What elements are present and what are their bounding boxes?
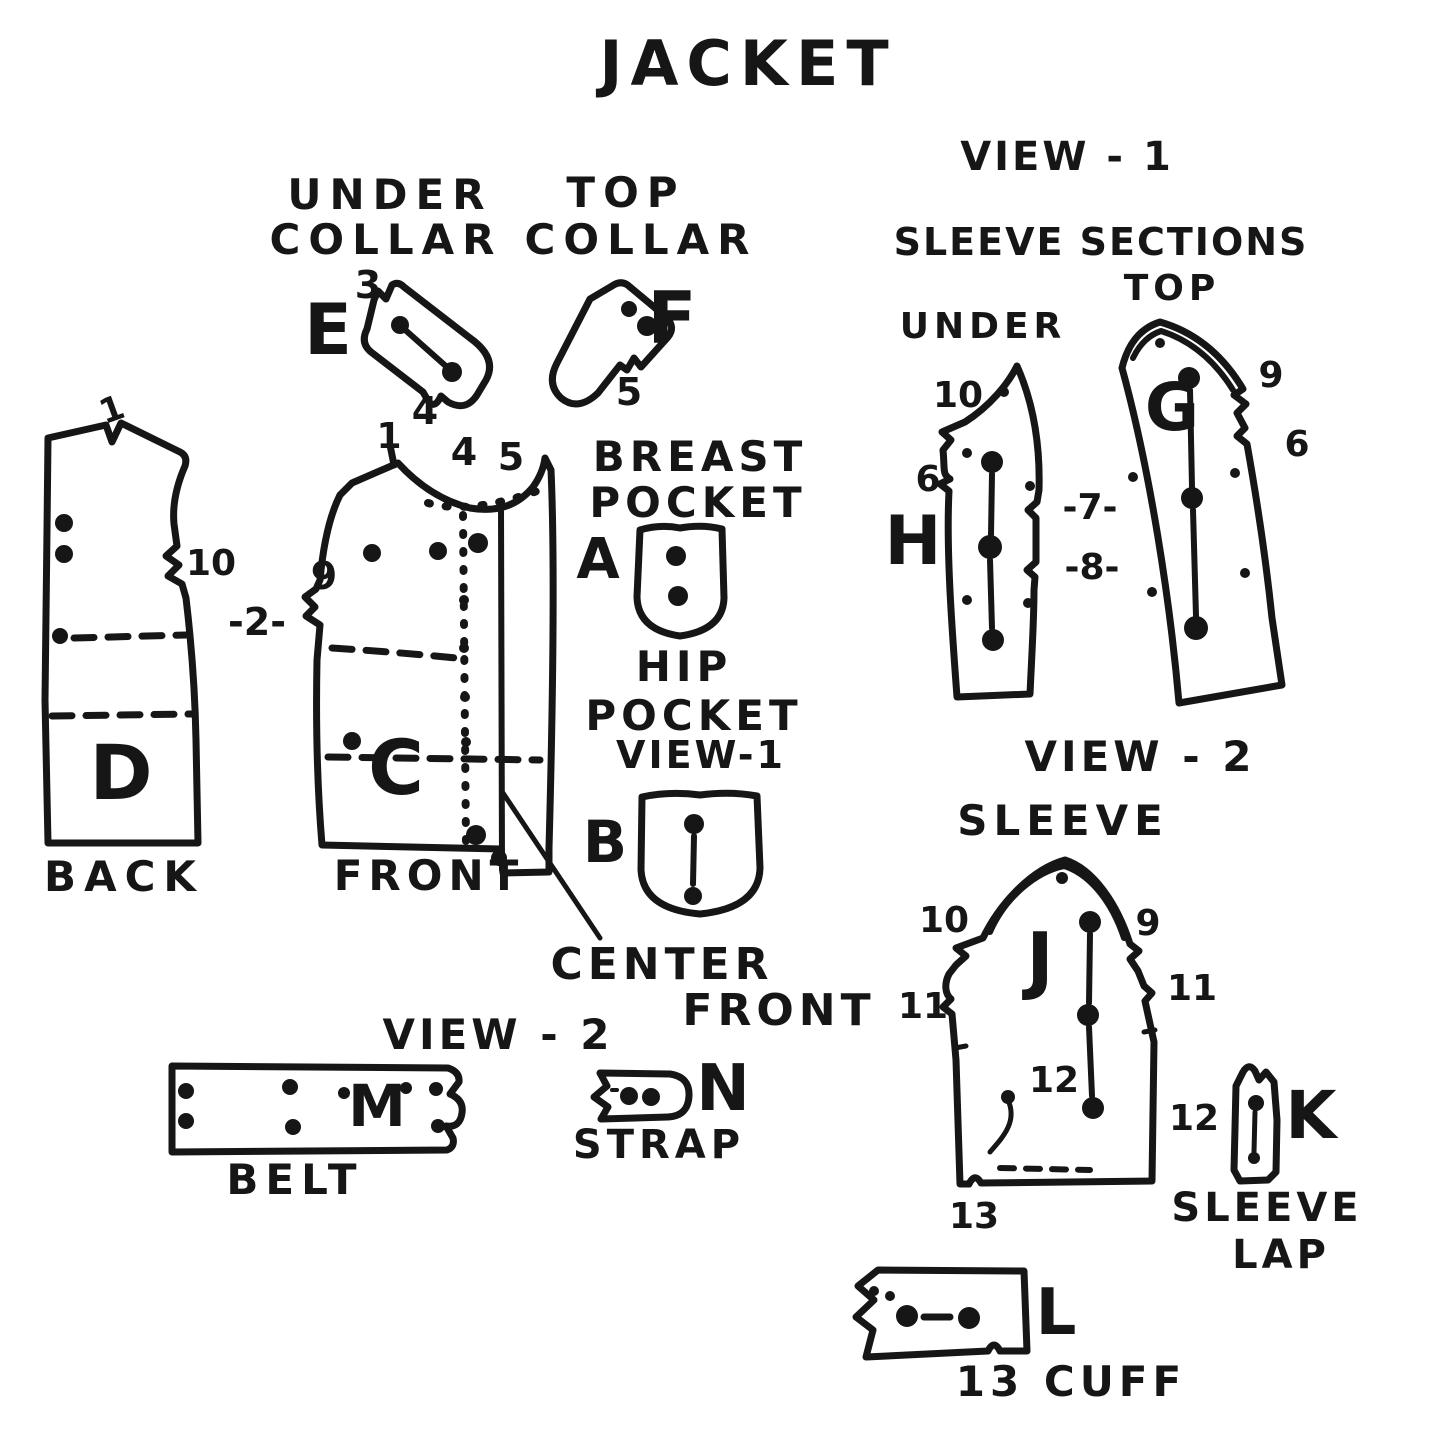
notch-5-top-collar: 5 (615, 370, 643, 414)
notch-6-top-sleeve: 6 (1284, 424, 1310, 465)
piece-under-sleeve-outline (936, 362, 1043, 701)
notch-11-left: 11 (897, 986, 949, 1027)
piece-back-outline (41, 419, 202, 847)
hip-pocket-label-line2: POCKET (585, 691, 803, 740)
piece-letter-L: L (1035, 1276, 1077, 1350)
piece-belt-outline (168, 1062, 466, 1156)
breast-pocket-label-line2: POCKET (589, 478, 807, 527)
piece-top-sleeve-outline (1118, 318, 1286, 707)
notch-10-back: 10 (185, 543, 237, 584)
belt-label: BELT (226, 1155, 364, 1204)
top-collar-label-line2: COLLAR (524, 215, 758, 264)
piece-hip-pocket-outline (637, 789, 764, 918)
notch-4-under-collar: 4 (411, 389, 439, 433)
notch-11-right: 11 (1166, 968, 1218, 1009)
back-label: BACK (44, 852, 204, 901)
notch-3: 3 (354, 263, 382, 307)
piece-strap-outline (590, 1069, 693, 1123)
seam-8-label: -8- (1064, 547, 1120, 588)
piece-letter-G: G (1144, 369, 1200, 446)
seam-7-label: -7- (1062, 487, 1118, 528)
piece-letter-H: H (884, 502, 942, 581)
piece-letter-N: N (696, 1052, 750, 1126)
piece-sleeve-view2-outline (939, 856, 1158, 1188)
strap-label: STRAP (572, 1122, 746, 1168)
piece-letter-C: C (368, 723, 424, 812)
view2-belt-heading: VIEW - 2 (382, 1010, 614, 1059)
piece-breast-pocket-outline (633, 522, 728, 640)
cuff-label: 13 CUFF (955, 1357, 1187, 1406)
center-front-label-line1: CENTER (550, 939, 774, 990)
piece-sleeve-lap-outline (1230, 1063, 1281, 1185)
sleeve-under-heading: UNDER (899, 306, 1067, 347)
sleeve-label: SLEEVE (957, 796, 1169, 845)
piece-letter-K: K (1285, 1077, 1337, 1154)
notch-9-top-sleeve: 9 (1258, 355, 1284, 396)
hip-pocket-label-line1: HIP (635, 642, 733, 691)
notch-1-front: 1 (376, 416, 402, 457)
piece-front-outline (301, 441, 603, 941)
sleeve-sections-heading: SLEEVE SECTIONS (893, 220, 1309, 264)
notch-6-under-sleeve: 6 (915, 459, 941, 500)
sheet-title: JACKET (599, 27, 897, 100)
center-front-label-line2: FRONT (682, 985, 876, 1036)
sleeve-lap-label-line2: LAP (1232, 1232, 1330, 1278)
piece-cuff-outline (852, 1266, 1031, 1361)
notch-12-sleeve: 12 (1028, 1060, 1080, 1101)
notch-12-sleeve-lap: 12 (1168, 1098, 1220, 1139)
notch-13-sleeve: 13 (948, 1196, 1000, 1237)
front-label: FRONT (333, 851, 525, 900)
piece-letter-D: D (89, 728, 153, 817)
top-collar-label-line1: TOP (566, 168, 686, 217)
piece-letter-E: E (304, 289, 352, 371)
sleeve-top-heading: TOP (1123, 268, 1221, 309)
breast-pocket-label-line1: BREAST (592, 432, 808, 481)
view1-heading: VIEW - 1 (960, 134, 1174, 180)
under-collar-label-line1: UNDER (287, 170, 493, 219)
view2-sleeve-heading: VIEW - 2 (1024, 732, 1256, 781)
sleeve-lap-label-line1: SLEEVE (1171, 1185, 1363, 1231)
piece-letter-F: F (647, 276, 697, 360)
piece-under-collar-outline (360, 279, 493, 410)
seam-2-label: -2- (228, 600, 286, 644)
notch-9-front: 9 (310, 554, 338, 598)
notch-4-front: 4 (450, 430, 478, 474)
piece-top-collar-outline (548, 279, 675, 408)
notch-5-front: 5 (497, 435, 525, 479)
notch-10-under-sleeve: 10 (932, 375, 984, 416)
hip-pocket-label-line3: VIEW-1 (616, 733, 786, 777)
piece-letter-A: A (576, 527, 620, 592)
notch-10-sleeve: 10 (918, 900, 970, 941)
notch-9-sleeve: 9 (1135, 903, 1161, 944)
piece-letter-B: B (582, 808, 628, 876)
piece-letter-J: J (1026, 917, 1054, 1003)
under-collar-label-line2: COLLAR (269, 215, 503, 264)
piece-letter-M: M (348, 1072, 406, 1140)
center-front-leader-line (500, 790, 603, 941)
